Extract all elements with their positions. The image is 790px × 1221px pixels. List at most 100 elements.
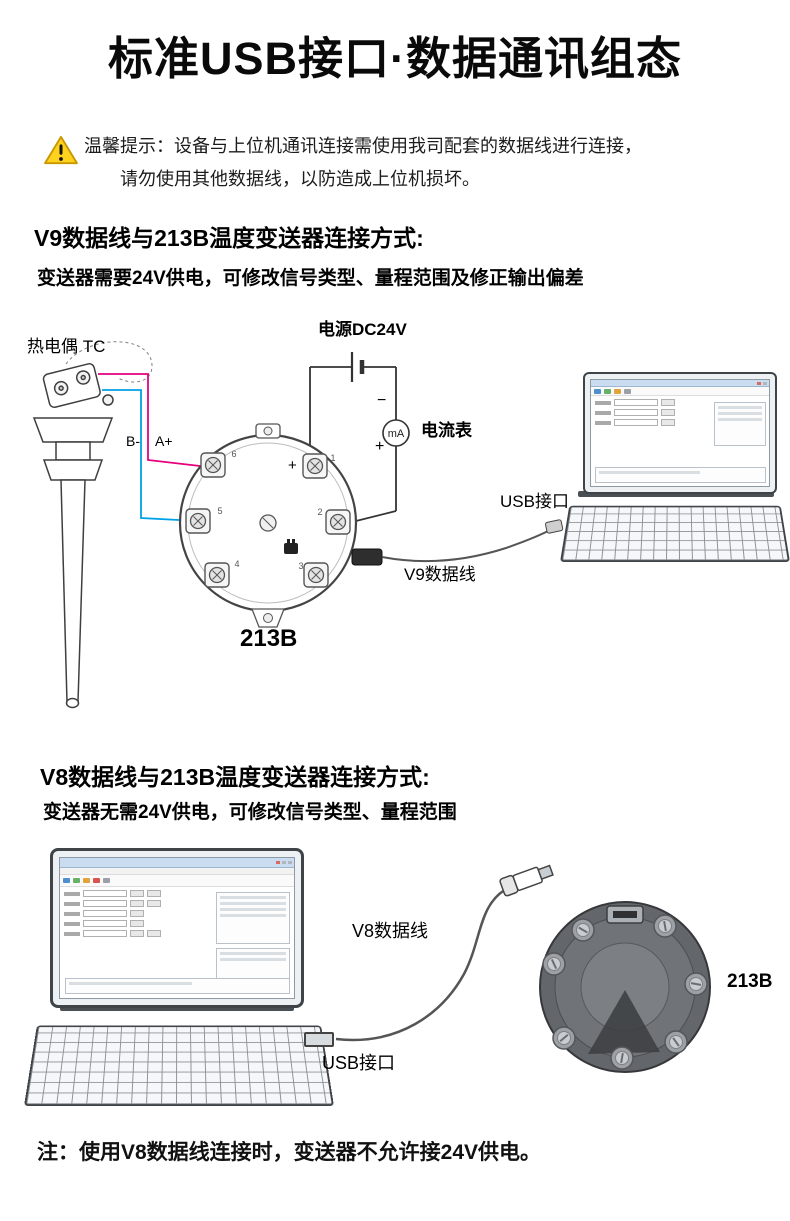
diagram-v8: V8数据线 USB接口 213B — [0, 842, 790, 1136]
ammeter-icon: mA — [351, 419, 410, 523]
v9-cable-line — [351, 519, 564, 566]
terminal-screw — [325, 509, 351, 535]
label-power-supply: 电源DC24V — [318, 320, 407, 339]
transmitter-illustration: 6 5 4 1 2 3 — [178, 423, 358, 628]
label-thermocouple: 热电偶 TC — [27, 337, 106, 356]
label-minus: − — [377, 392, 387, 409]
battery-icon — [309, 352, 397, 454]
v8-cable-line — [335, 864, 554, 1042]
screw-icon — [664, 1030, 688, 1054]
label-v8-cable: V8数据线 — [352, 921, 429, 941]
mock-tool-icon — [93, 878, 100, 883]
screw-icon — [653, 914, 677, 938]
terminal-number: 3 — [298, 561, 303, 571]
software-screenshot-v9 — [590, 379, 770, 487]
mock-group-box — [216, 892, 290, 944]
laptop-keyboard — [24, 1025, 334, 1106]
laptop-screen — [50, 848, 304, 1008]
screw-icon — [610, 1046, 634, 1070]
mock-form-row — [595, 399, 769, 406]
label-ammeter: 电流表 — [421, 421, 472, 440]
mock-max-icon — [282, 861, 286, 864]
mock-tool-icon — [103, 878, 110, 883]
section-v9-heading: V9数据线与213B温度变送器连接方式: — [34, 225, 424, 251]
mock-group-box — [714, 402, 766, 446]
label-usb-port-v8: USB接口 — [322, 1053, 396, 1073]
terminal-screw — [302, 453, 328, 479]
tc-wire-blue — [102, 389, 199, 522]
mock-tool-icon — [83, 878, 90, 883]
label-device-213b-v8: 213B — [727, 971, 773, 992]
mock-min-icon — [763, 381, 767, 385]
mock-close-icon — [757, 381, 761, 385]
mock-min-icon — [288, 861, 292, 864]
usb-plug-v9 — [545, 519, 564, 534]
mock-tool-icon — [604, 388, 611, 394]
terminal-number: 5 — [217, 506, 222, 516]
terminal-screw — [204, 562, 230, 588]
terminal-number: 1 — [330, 453, 335, 463]
mock-status-box — [65, 978, 290, 994]
laptop-screen — [583, 372, 777, 494]
terminal-screw — [303, 562, 329, 588]
laptop-hinge — [578, 491, 774, 497]
label-wire-b: B- — [126, 433, 140, 449]
terminal-screw — [200, 452, 226, 478]
mock-group-box — [216, 948, 290, 982]
mock-form-row — [64, 910, 294, 917]
warning-notice: 温馨提示：设备与上位机通讯连接需使用我司配套的数据线进行连接， 请勿使用其他数据… — [44, 130, 764, 196]
terminal-number: 2 — [317, 507, 322, 517]
mock-tool-icon — [73, 878, 80, 883]
screw-icon — [542, 952, 566, 976]
section-v8-heading: V8数据线与213B温度变送器连接方式: — [40, 764, 430, 790]
mock-menubar — [60, 868, 294, 875]
software-screenshot-v8 — [59, 857, 295, 999]
footer-note: 注：使用V8数据线连接时，变送器不允许接24V供电。 — [37, 1141, 542, 1164]
page-title: 标准USB接口·数据通讯组态 — [108, 33, 682, 84]
warning-line-1: 温馨提示：设备与上位机通讯连接需使用我司配套的数据线进行连接， — [84, 136, 642, 156]
mock-status-box — [595, 467, 766, 483]
mock-form-row — [595, 409, 769, 416]
connector-icon — [284, 539, 298, 554]
mock-form-row — [64, 920, 294, 927]
mock-close-icon — [276, 861, 280, 864]
screw-icon — [552, 1026, 576, 1050]
terminal-number: 4 — [234, 559, 239, 569]
v9-plug — [351, 548, 383, 566]
mock-titlebar — [591, 380, 769, 387]
label-plus: + — [375, 438, 385, 455]
mock-tool-icon — [624, 388, 631, 394]
label-v9-cable: V9数据线 — [404, 565, 476, 584]
v8-usb-connector — [499, 864, 554, 897]
mock-form-row — [64, 890, 294, 897]
label-usb-port-v9: USB接口 — [500, 492, 569, 511]
mock-tool-icon — [614, 388, 621, 394]
usb-plug-v8 — [304, 1032, 334, 1047]
screw-icon — [571, 918, 595, 942]
section-v8-subtitle: 变送器无需24V供电，可修改信号类型、量程范围 — [43, 802, 457, 823]
tc-wire-pink — [98, 373, 201, 467]
terminal-screw — [185, 508, 211, 534]
diagram-v9: mA — [0, 308, 790, 742]
transmitter-photo — [539, 901, 711, 1073]
mock-toolbar — [60, 875, 294, 887]
ammeter-unit-text: mA — [388, 428, 405, 440]
screw-icon — [684, 972, 708, 996]
label-terminal-plus: + — [288, 457, 297, 474]
warning-triangle-icon — [44, 135, 78, 165]
mock-form-row — [64, 930, 294, 937]
warning-line-2: 请勿使用其他数据线，以防造成上位机损坏。 — [120, 169, 480, 189]
mock-titlebar — [60, 858, 294, 868]
mock-tool-icon — [594, 388, 601, 394]
label-wire-a: A+ — [155, 433, 173, 449]
warning-text: 温馨提示：设备与上位机通讯连接需使用我司配套的数据线进行连接， 请勿使用其他数据… — [84, 130, 764, 196]
terminal-number: 6 — [231, 449, 236, 459]
mock-toolbar — [591, 387, 769, 396]
thermocouple-illustration — [32, 341, 153, 709]
label-device-213b-v9: 213B — [240, 625, 298, 652]
section-v9-subtitle: 变送器需要24V供电，可修改信号类型、量程范围及修正输出偏差 — [37, 268, 584, 289]
laptop-keyboard — [560, 505, 790, 562]
mock-form-row — [595, 419, 769, 426]
mock-tool-icon — [63, 878, 70, 883]
